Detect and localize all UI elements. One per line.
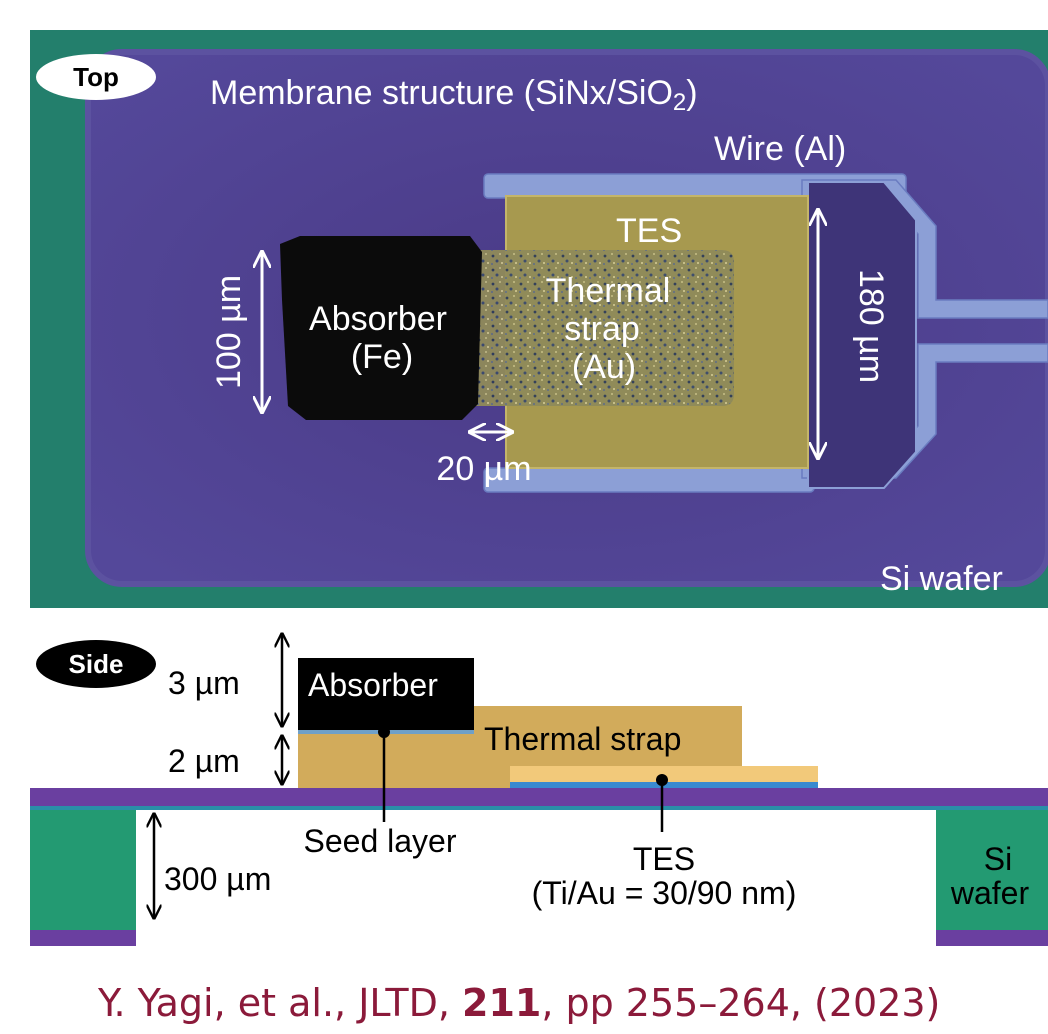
side-strap-label: Thermal strap — [484, 721, 681, 757]
side-si-label-2: wafer — [950, 875, 1030, 911]
side-si-label-1: Si — [984, 841, 1012, 877]
side-tes-label: TES — [633, 841, 695, 877]
seed-leader-dot — [378, 726, 390, 738]
top-badge — [36, 54, 156, 100]
side-view: Side 3 µm 2 µm 300 µm Absorber Thermal s… — [30, 634, 1048, 946]
side-absorber — [298, 658, 474, 730]
absorber-label-1: Absorber — [309, 300, 447, 338]
dim-20um-label: 20 µm — [436, 450, 531, 488]
side-badge-label: Side — [69, 649, 124, 679]
strap-label-1: Thermal — [546, 272, 671, 310]
dim-180um-label: 180 µm — [852, 269, 890, 383]
top-view: Top Membrane structure (SiNx/SiO2) Wire … — [30, 30, 1048, 608]
membrane-label: Membrane structure (SiNx/SiO2) — [210, 74, 698, 116]
seed-layer-label: Seed layer — [304, 823, 457, 859]
citation-volume: 211 — [462, 981, 541, 1025]
si-wafer-right-base — [936, 930, 1048, 946]
top-badge-label: Top — [73, 62, 119, 92]
citation-authors: Y. Yagi, et al., JLTD, — [97, 981, 462, 1025]
si-wafer-right — [936, 808, 1048, 946]
absorber-fe — [280, 236, 482, 420]
dim-3um-label: 3 µm — [168, 665, 240, 701]
dim-300um-label: 300 µm — [164, 861, 271, 897]
si-wafer-left-base — [30, 930, 136, 946]
side-tes-detail: (Ti/Au = 30/90 nm) — [532, 875, 797, 911]
side-absorber-label: Absorber — [308, 667, 438, 703]
wire-label: Wire (Al) — [714, 130, 846, 168]
side-strap-lower — [298, 734, 510, 788]
absorber-label-2: (Fe) — [351, 338, 413, 376]
strap-label-3: (Au) — [572, 348, 636, 386]
citation: Y. Yagi, et al., JLTD, 211, pp 255–264, … — [97, 981, 940, 1025]
tes-au-layer — [510, 766, 818, 782]
dim-100um-label: 100 µm — [210, 275, 248, 389]
membrane-sublayer — [30, 806, 1048, 810]
thermal-strap — [466, 250, 734, 406]
tes-label-top: TES — [616, 212, 682, 250]
si-wafer-left — [30, 808, 136, 946]
tes-leader-dot — [656, 774, 668, 786]
side-badge — [36, 640, 156, 688]
membrane-layer — [30, 788, 1048, 806]
citation-pages: , pp 255–264, (2023) — [541, 981, 940, 1025]
si-wafer-label-top: Si wafer — [880, 560, 1003, 598]
strap-label-2: strap — [564, 310, 640, 348]
dim-2um-label: 2 µm — [168, 743, 240, 779]
tes-pad-frame — [807, 181, 917, 489]
